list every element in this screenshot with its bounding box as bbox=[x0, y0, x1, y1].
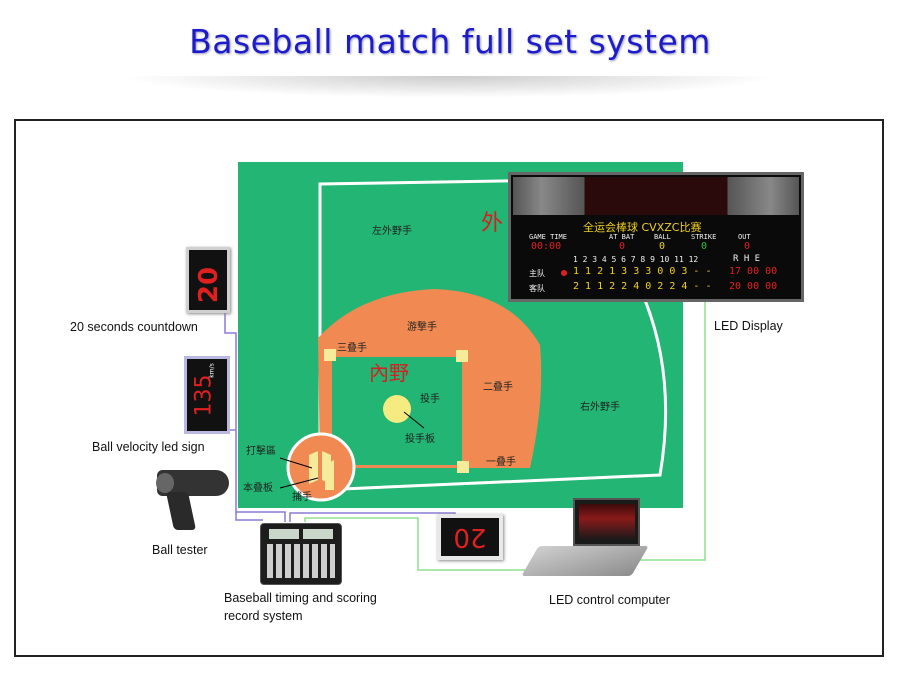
batter-boxes bbox=[309, 451, 334, 490]
scoring-console bbox=[260, 523, 342, 585]
diagram-frame bbox=[14, 119, 884, 657]
scoreboard-home-label: 主队 bbox=[529, 269, 545, 278]
scoreboard-ball: 0 bbox=[659, 241, 666, 252]
countdown-sign: 20 bbox=[186, 247, 230, 313]
pointer-home-plate bbox=[279, 477, 319, 489]
velocity-sign: 135 km/s bbox=[184, 356, 230, 434]
ball-tester-lens bbox=[156, 473, 174, 493]
scoreboard-home-scores: 1 1 2 1 3 3 3 0 0 3 - - bbox=[573, 266, 712, 277]
scoreboard-out: 0 bbox=[744, 241, 751, 252]
scoreboard-away-rhe: 20 00 00 bbox=[729, 281, 778, 292]
scoreboard-header-strike: STRIKE bbox=[691, 233, 717, 241]
console-keypad bbox=[267, 544, 335, 578]
laptop-screen-content bbox=[579, 504, 635, 540]
scoreboard-header-ball: BALL bbox=[654, 233, 671, 241]
velocity-unit: km/s bbox=[208, 363, 216, 378]
label-right-fielder: 右外野手 bbox=[580, 402, 620, 413]
label-catcher: 捕手 bbox=[292, 492, 312, 503]
label-pitcher: 投手 bbox=[420, 394, 440, 405]
label-shortstop: 游撃手 bbox=[407, 322, 437, 333]
label-home-plate: 本叠板 bbox=[243, 483, 273, 494]
label-velocity: Ball velocity led sign bbox=[92, 440, 205, 454]
wire-countdown bbox=[224, 312, 286, 522]
label-countdown: 20 seconds countdown bbox=[70, 320, 198, 334]
label-control-computer: LED control computer bbox=[549, 593, 670, 607]
scoreboard-home-rhe: 17 00 00 bbox=[729, 266, 778, 277]
scoreboard-at-bat: 0 bbox=[619, 241, 626, 252]
label-third-base: 三叠手 bbox=[337, 343, 367, 354]
pitcher-mound bbox=[383, 395, 411, 423]
page-title: Baseball match full set system bbox=[189, 22, 711, 61]
scoreboard-rhe-header: R H E bbox=[733, 254, 761, 264]
console-display-2 bbox=[303, 529, 333, 539]
pointer-batter-box bbox=[279, 457, 313, 469]
label-left-fielder: 左外野手 bbox=[372, 226, 412, 237]
third-base-bag bbox=[324, 349, 336, 361]
label-system-line2: record system bbox=[224, 609, 303, 623]
label-batter-box: 打擊區 bbox=[246, 446, 276, 457]
first-base-bag bbox=[457, 461, 469, 473]
label-first-base: 一叠手 bbox=[486, 457, 516, 468]
label-second-base: 二叠手 bbox=[483, 382, 513, 393]
label-outfield: 外 bbox=[481, 211, 504, 236]
home-plate-area bbox=[286, 432, 356, 502]
pointer-pitcher-plate bbox=[403, 411, 425, 429]
label-led-display: LED Display bbox=[714, 319, 783, 333]
scoreboard-header-game-time: GAME TIME bbox=[529, 233, 567, 241]
title-underline-shadow bbox=[120, 76, 780, 98]
scoreboard-header-at-bat: AT BAT bbox=[609, 233, 635, 241]
scoreboard-title: 全运会棒球 CVXZC比赛 bbox=[583, 221, 702, 234]
scoreboard-strike: 0 bbox=[701, 241, 708, 252]
scoreboard-away-scores: 2 1 1 2 2 4 0 2 2 4 - - bbox=[573, 281, 712, 292]
second-countdown-sign: 20 bbox=[437, 514, 503, 560]
laptop-screen bbox=[573, 498, 640, 546]
second-countdown-value: 20 bbox=[453, 522, 487, 552]
led-scoreboard: 全运会棒球 CVXZC比赛 GAME TIME AT BAT BALL STRI… bbox=[508, 172, 804, 302]
scoreboard-away-label: 客队 bbox=[529, 284, 545, 293]
scoreboard-possession-dot bbox=[561, 270, 567, 276]
scoreboard-thumbnail-strip bbox=[513, 177, 799, 215]
wire-tester bbox=[235, 512, 263, 521]
label-system-line1: Baseball timing and scoring bbox=[224, 591, 377, 605]
wire-computer-to-display bbox=[640, 300, 706, 561]
console-display bbox=[269, 529, 299, 539]
scoreboard-innings: 1 2 3 4 5 6 7 8 9 10 11 12 bbox=[573, 255, 699, 264]
countdown-value: 20 bbox=[194, 266, 224, 304]
label-ball-tester: Ball tester bbox=[152, 543, 208, 557]
laptop-base bbox=[521, 546, 649, 576]
label-pitcher-plate: 投手板 bbox=[405, 434, 435, 445]
scoreboard-header-out: OUT bbox=[738, 233, 751, 241]
scoreboard-game-time: 00:00 bbox=[531, 241, 562, 252]
second-base-bag bbox=[456, 350, 468, 362]
label-infield: 內野 bbox=[369, 361, 409, 385]
